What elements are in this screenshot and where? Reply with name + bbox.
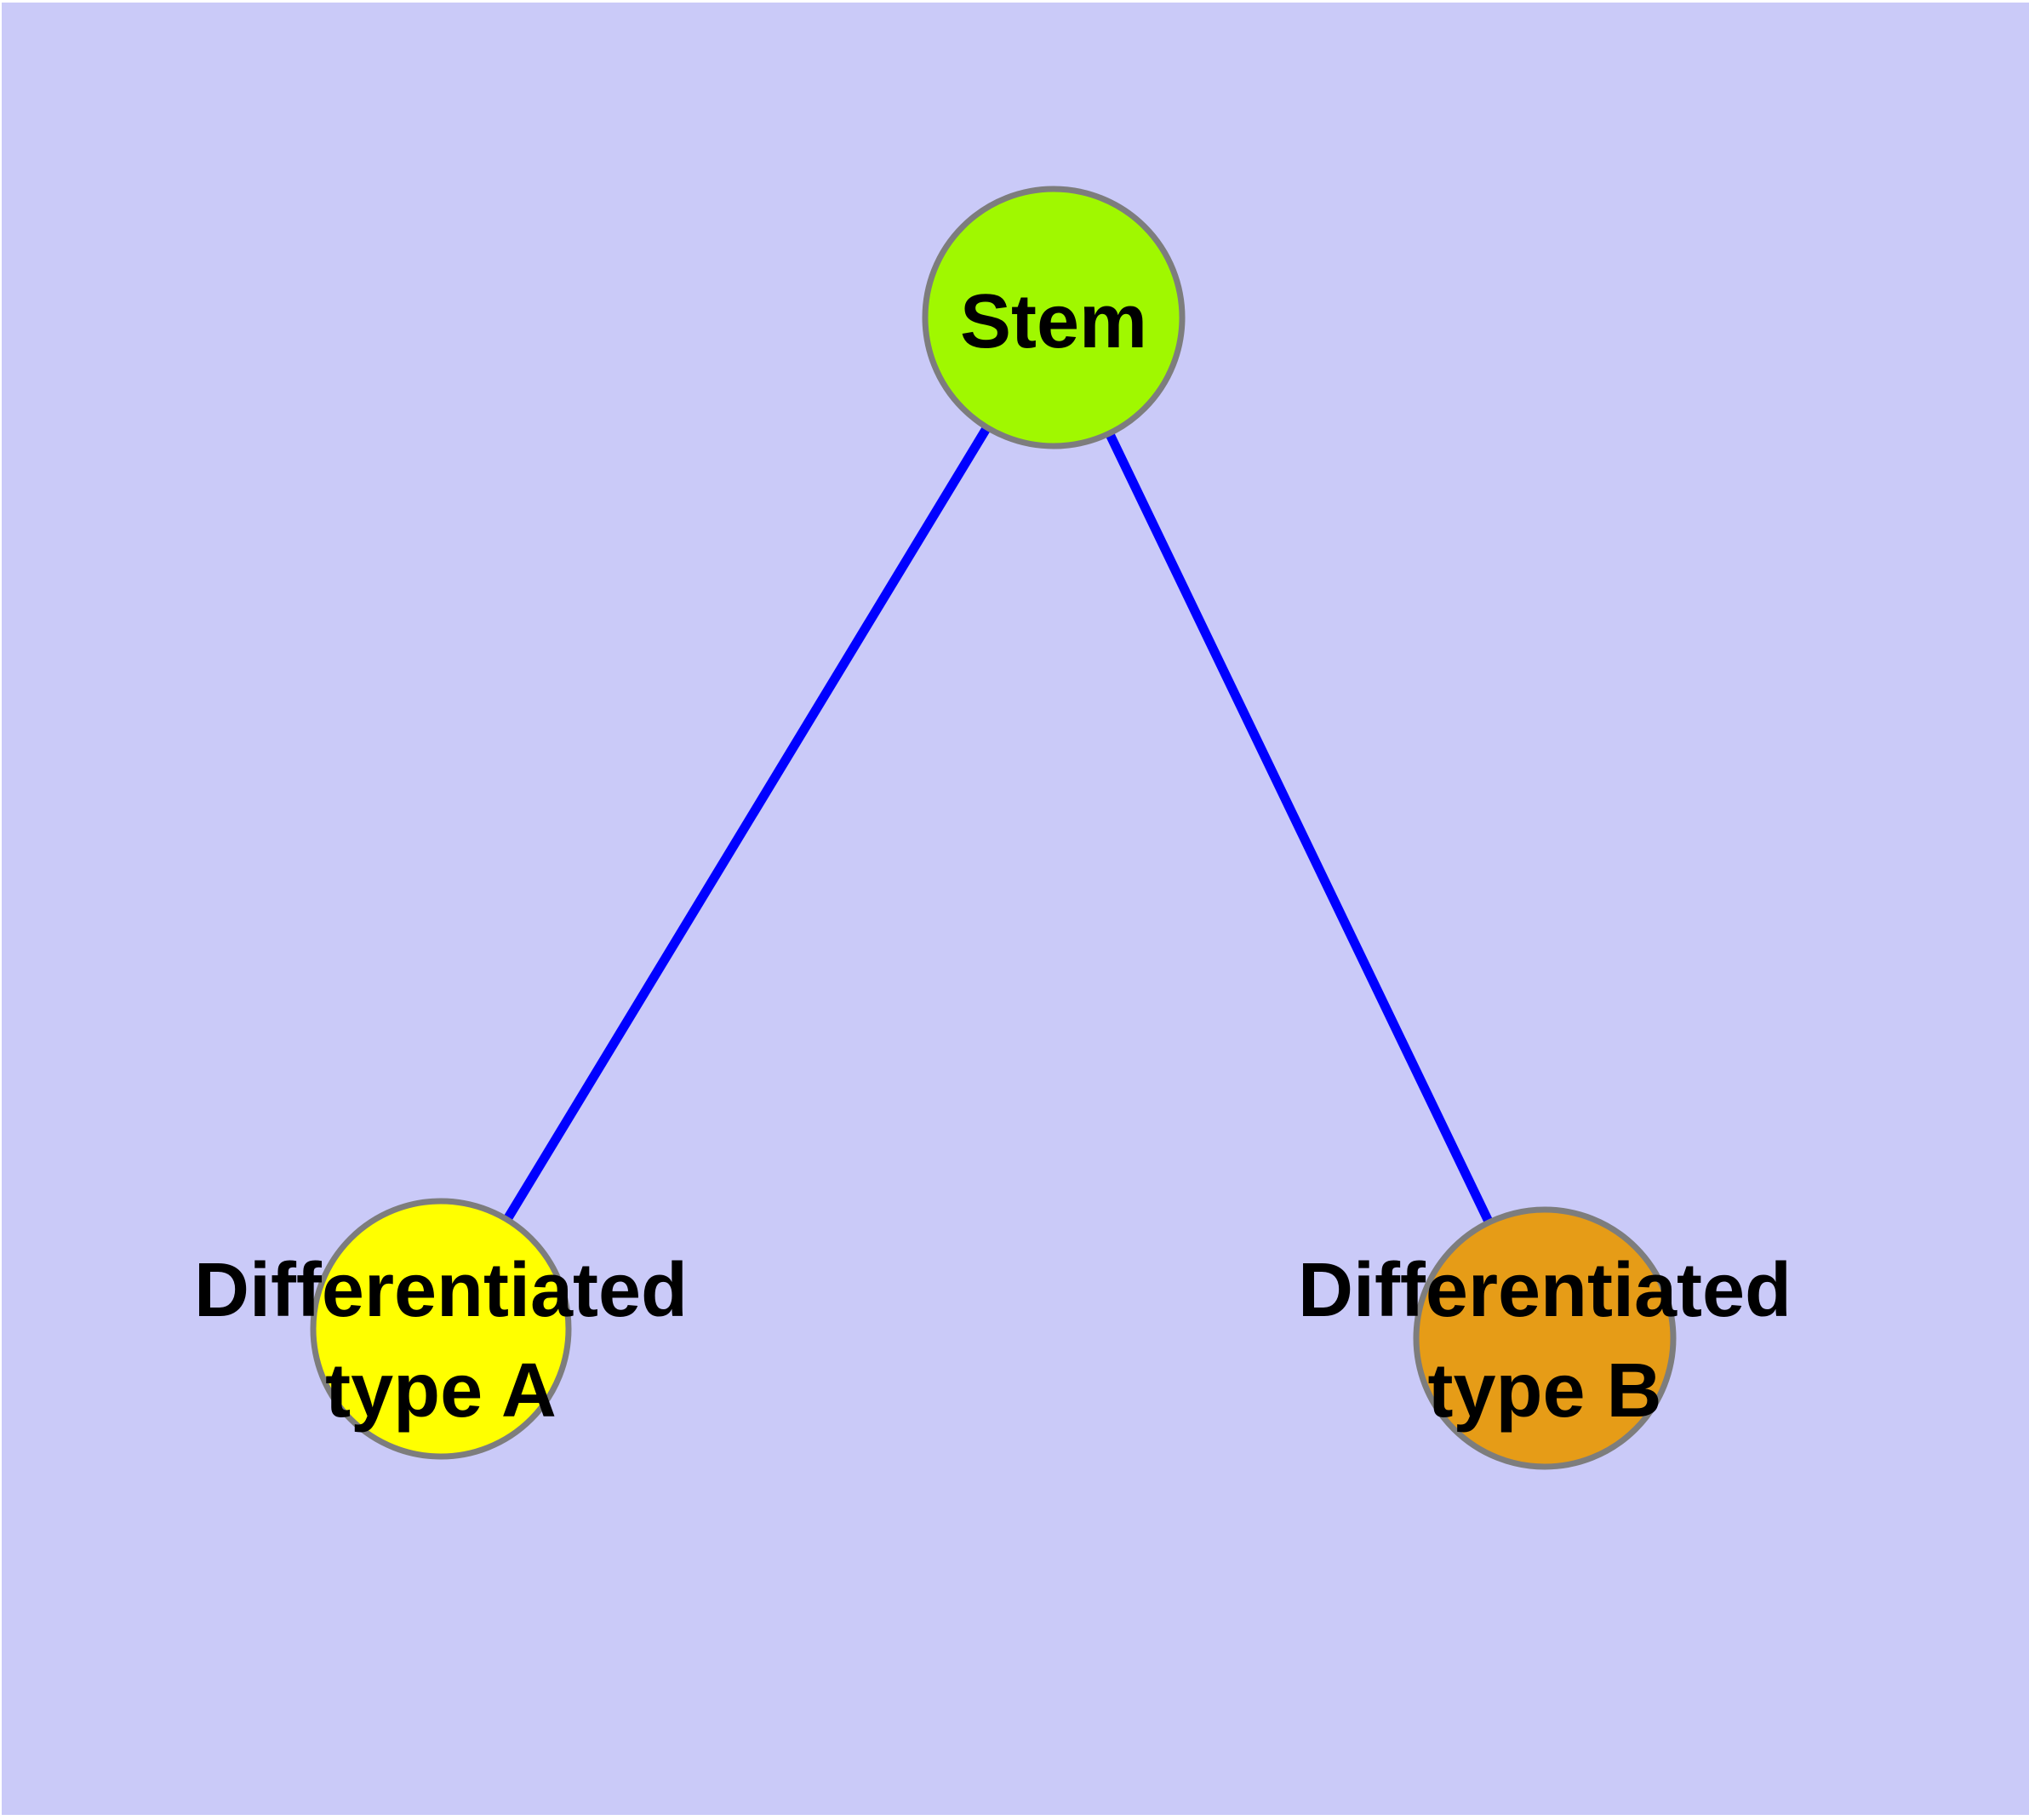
node-differentiated-type-a xyxy=(310,1198,572,1460)
node-differentiated-type-b xyxy=(1413,1206,1677,1470)
node-type-b-label-line2: type B xyxy=(1427,1348,1661,1434)
node-stem-label: Stem xyxy=(960,279,1147,364)
node-stem xyxy=(922,186,1186,449)
node-type-b-label-line1: Differentiated xyxy=(1298,1248,1792,1333)
edge-stem-to-type-b xyxy=(1049,315,1549,1341)
node-type-a-label-line2: type A xyxy=(325,1348,557,1434)
node-type-a-label-line1: Differentiated xyxy=(194,1248,688,1333)
edge-stem-to-type-a xyxy=(437,315,1058,1331)
